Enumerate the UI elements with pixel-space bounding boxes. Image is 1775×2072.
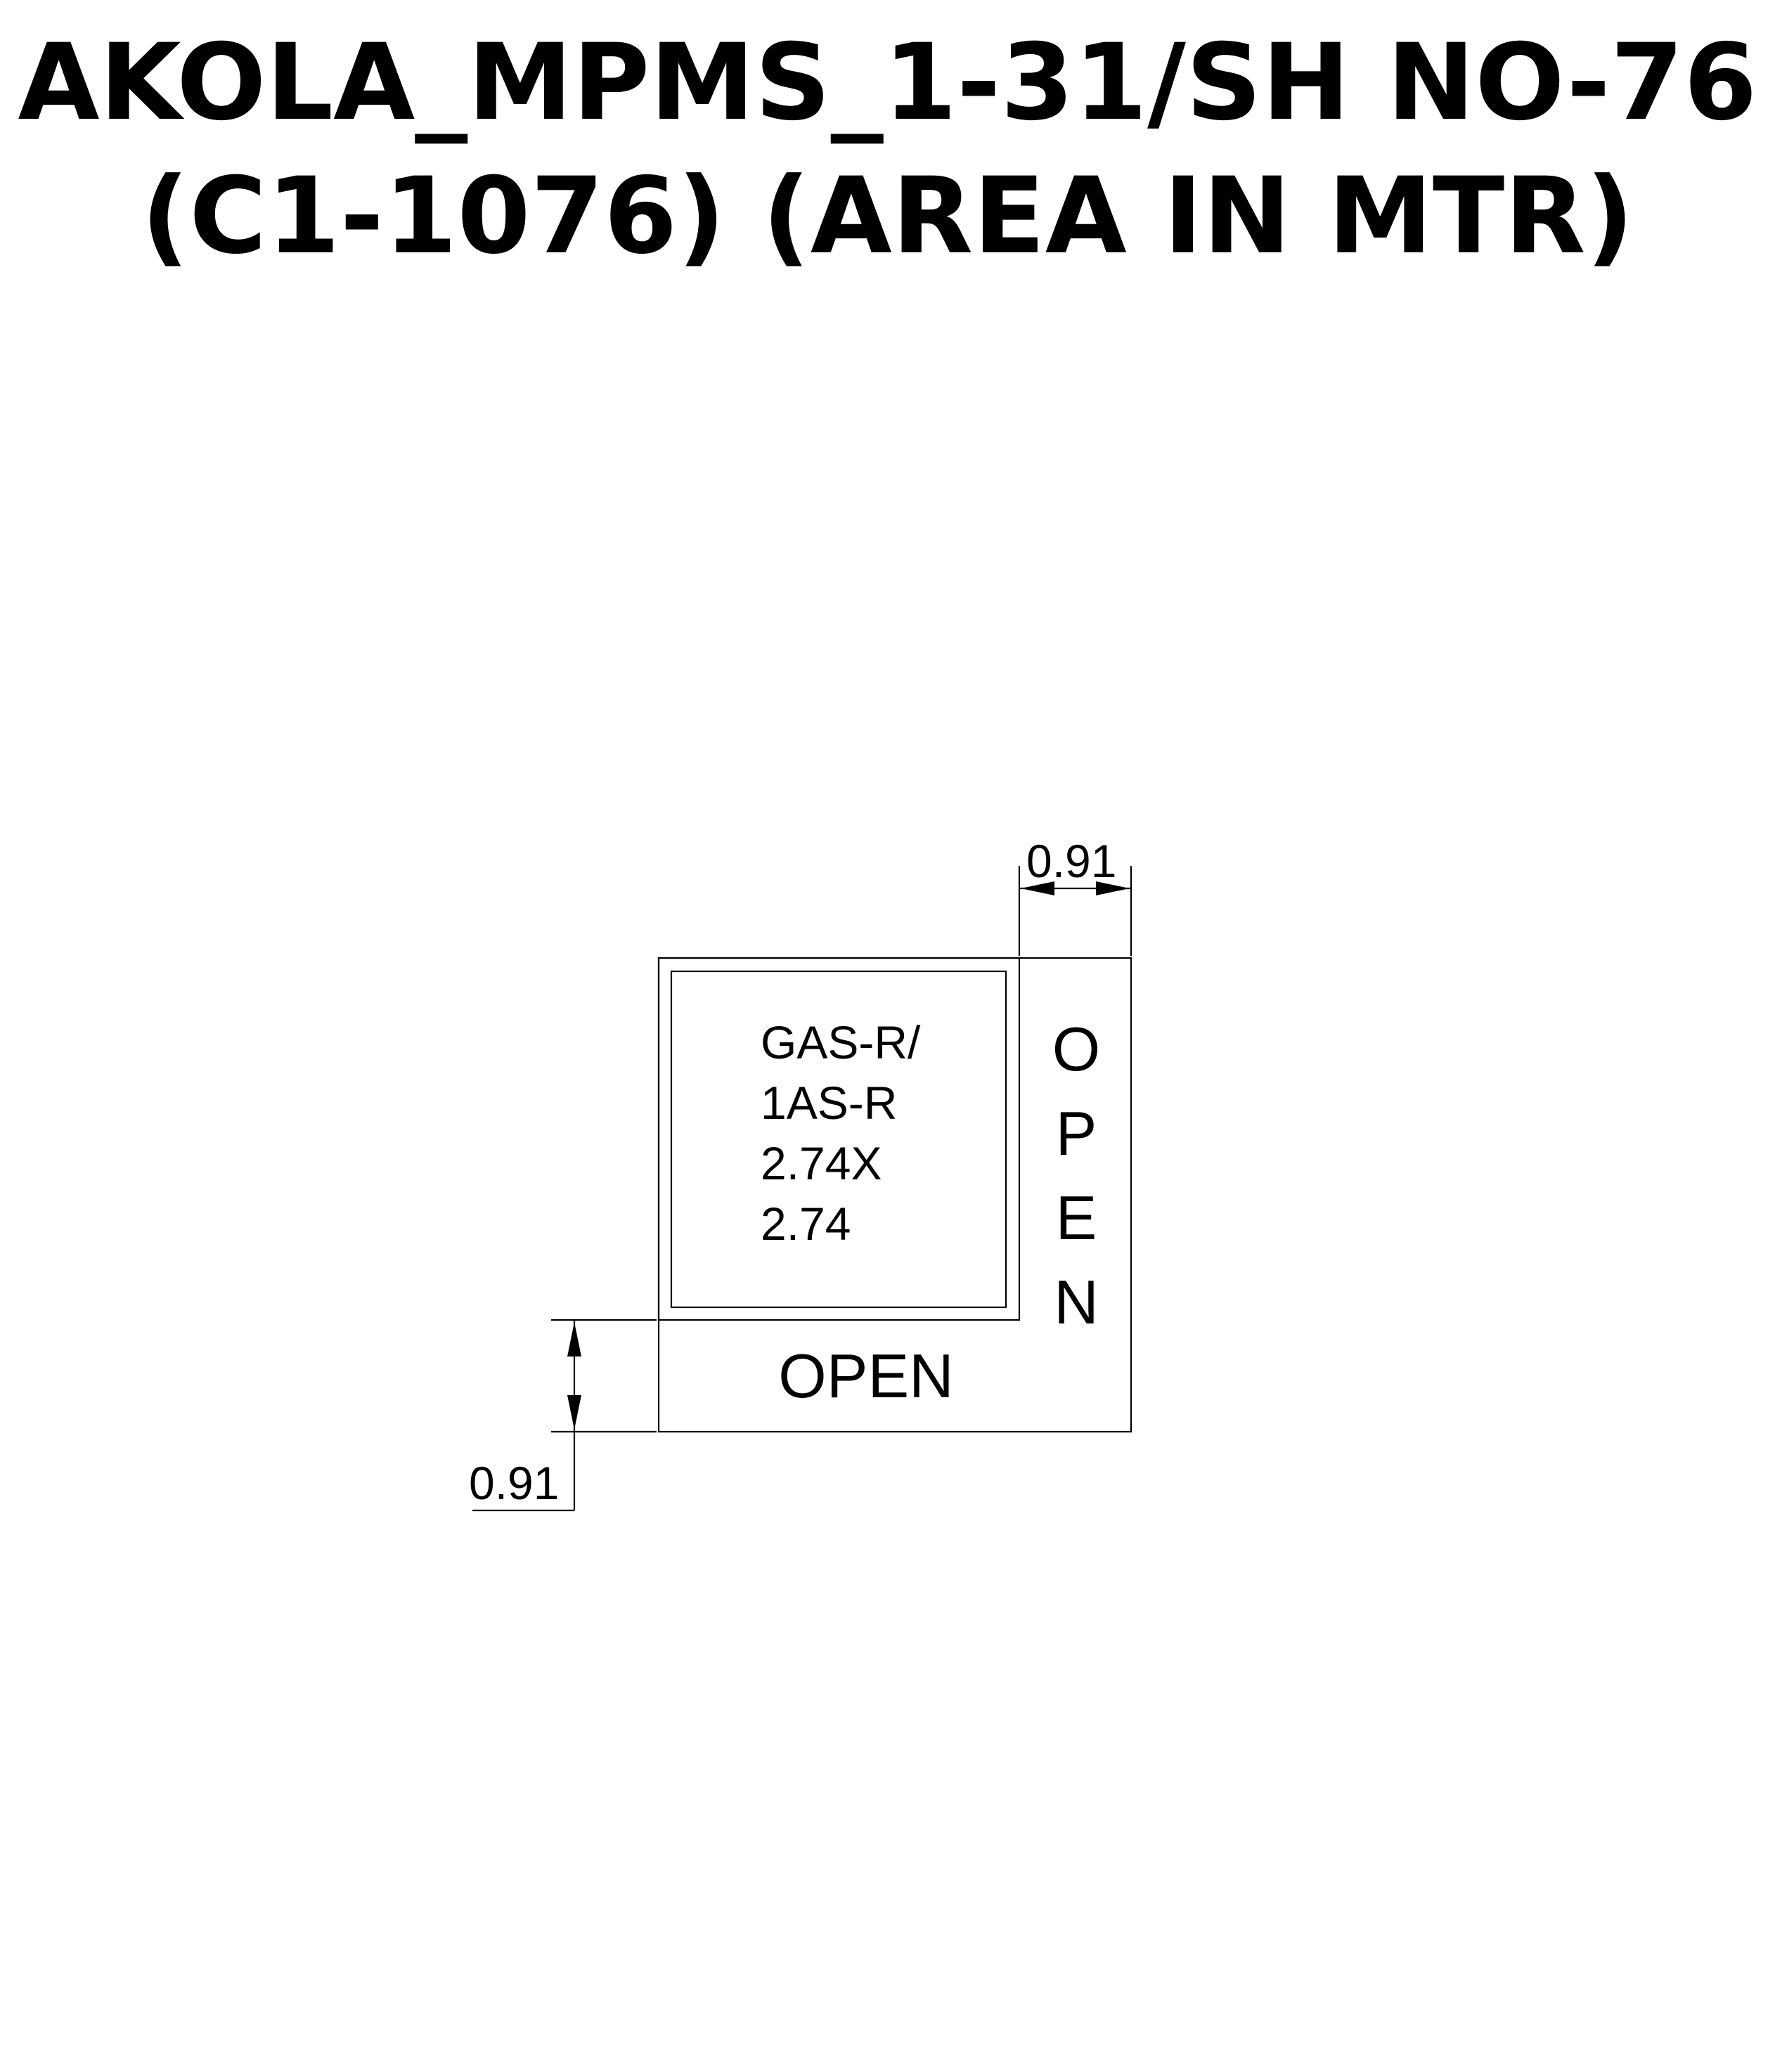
- drawing-title-line-1: AKOLA_MPMS_1-31/SH NO-76: [18, 22, 1757, 144]
- left-dimension-value: 0.91: [469, 1457, 559, 1509]
- room-label-line-1: GAS-R/: [761, 1016, 921, 1068]
- open-right-letter-n: N: [1054, 1267, 1099, 1337]
- drawing-title-line-2: (C1-1076) (AREA IN MTR): [141, 155, 1634, 278]
- open-bottom-label: OPEN: [778, 1341, 953, 1411]
- open-right-letter-e: E: [1056, 1183, 1097, 1252]
- open-right-letter-p: P: [1056, 1099, 1097, 1168]
- left-dimension-arrow-bottom: [567, 1395, 581, 1430]
- room-label-line-2: 1AS-R: [761, 1077, 897, 1129]
- room-label-line-3: 2.74X: [761, 1137, 882, 1189]
- top-dimension: 0.91: [1018, 835, 1132, 956]
- room-label-line-4: 2.74: [761, 1198, 851, 1250]
- top-dimension-value: 0.91: [1026, 835, 1116, 887]
- left-dimension-arrow-top: [567, 1322, 581, 1356]
- room-inner-wall: [670, 970, 1007, 1309]
- top-dimension-arrow-left: [1021, 881, 1054, 895]
- top-dimension-arrow-right: [1096, 881, 1130, 895]
- left-dimension: 0.91: [469, 1319, 657, 1512]
- room-outer-wall: [657, 957, 1021, 1321]
- open-right-letter-o: O: [1052, 1014, 1100, 1084]
